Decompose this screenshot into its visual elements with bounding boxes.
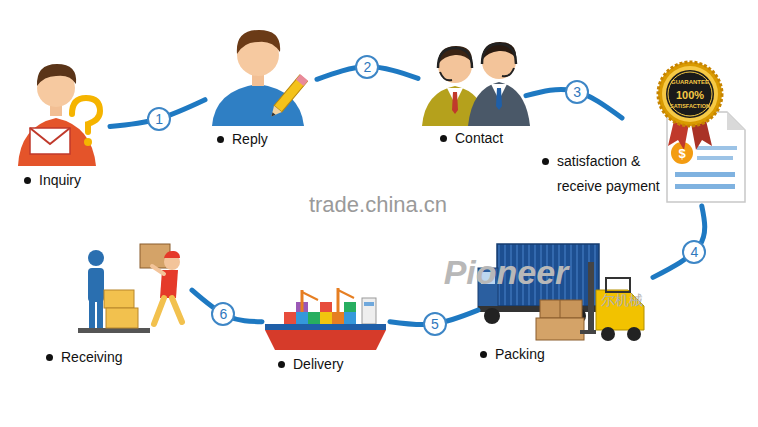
step-number: 6 bbox=[211, 302, 235, 326]
flow-step: satisfaction & receive payment bbox=[538, 118, 748, 206]
step-number: 1 bbox=[147, 107, 171, 131]
delivery-ship-icon bbox=[265, 288, 386, 350]
receiving-icon bbox=[78, 244, 182, 333]
caption-texts: Inquiry bbox=[39, 171, 81, 193]
watermark: Pioneer bbox=[444, 255, 569, 289]
step-caption: Reply bbox=[217, 130, 268, 152]
step-number: 3 bbox=[565, 80, 589, 104]
watermark: trade.china.cn bbox=[309, 194, 447, 216]
step-label: Contact bbox=[455, 126, 503, 151]
caption-texts: satisfaction & receive payment bbox=[557, 152, 669, 199]
flow-step: Reply bbox=[205, 18, 317, 154]
step-caption: Delivery bbox=[278, 355, 344, 377]
contact-icon bbox=[422, 42, 530, 126]
watermark: 尔机械 bbox=[601, 293, 643, 307]
flow-step: Receiving bbox=[42, 240, 192, 372]
bullet-dot bbox=[24, 177, 31, 184]
step-number: 5 bbox=[423, 312, 447, 336]
bullet-dot bbox=[278, 361, 285, 368]
caption-texts: Reply bbox=[232, 130, 268, 152]
badge-text: $ bbox=[678, 147, 685, 160]
badge-text: GUARANTEE bbox=[671, 79, 709, 85]
step-caption: satisfaction & receive payment bbox=[542, 152, 669, 199]
inquiry-icon bbox=[18, 64, 100, 166]
bullet-dot bbox=[217, 136, 224, 143]
reply-icon bbox=[212, 30, 308, 126]
step-label: Packing bbox=[495, 342, 545, 367]
caption-texts: Contact bbox=[455, 129, 503, 151]
bullet-dot bbox=[440, 135, 447, 142]
step-label: Reply bbox=[232, 127, 268, 152]
step-label: Delivery bbox=[293, 352, 344, 377]
step-number: 4 bbox=[682, 240, 706, 264]
badge-text: 100% bbox=[676, 90, 704, 101]
step-label: Receiving bbox=[61, 345, 122, 370]
step-number: 2 bbox=[355, 55, 379, 79]
bullet-dot bbox=[46, 354, 53, 361]
step-caption: Contact bbox=[440, 129, 503, 151]
caption-texts: Delivery bbox=[293, 355, 344, 377]
step-caption: Receiving bbox=[46, 348, 122, 370]
step-caption: Inquiry bbox=[24, 171, 81, 193]
bullet-dot bbox=[542, 158, 549, 165]
step-label: Inquiry bbox=[39, 168, 81, 193]
caption-texts: Receiving bbox=[61, 348, 122, 370]
guarantee-badge bbox=[658, 62, 722, 150]
flow-step: Inquiry bbox=[10, 58, 110, 195]
badge-text: SATISFACTION bbox=[670, 104, 710, 110]
flow-step: Delivery bbox=[262, 280, 390, 379]
bullet-dot bbox=[480, 351, 487, 358]
step-label: satisfaction & receive payment bbox=[557, 149, 669, 199]
step-caption: Packing bbox=[480, 345, 545, 367]
caption-texts: Packing bbox=[495, 345, 545, 367]
flow-step: Contact bbox=[418, 38, 526, 153]
